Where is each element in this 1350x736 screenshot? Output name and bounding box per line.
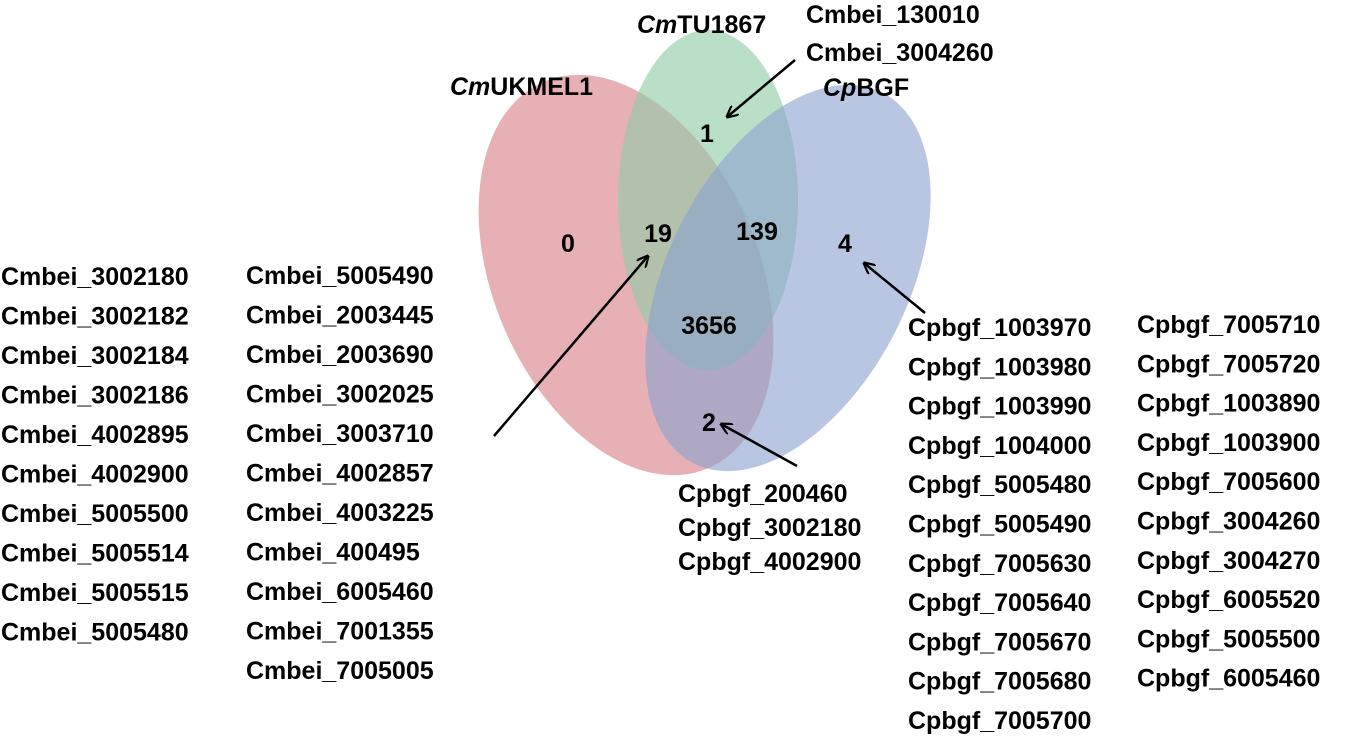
set-label-cpbgf: CpBGF xyxy=(823,74,909,102)
count-ac: 2 xyxy=(702,409,716,437)
gene-id: Cpbgf_1004000 xyxy=(908,432,1091,460)
count-abc: 3656 xyxy=(681,312,737,340)
gene-id: Cpbgf_7005640 xyxy=(908,589,1091,617)
gene-id: Cpbgf_3004270 xyxy=(1137,547,1320,575)
gene-id: Cmbei_7005005 xyxy=(246,657,434,685)
arrow-c-only xyxy=(864,263,926,314)
gene-id: Cmbei_3002182 xyxy=(1,303,189,331)
count-ab: 19 xyxy=(644,220,672,248)
gene-id: Cpbgf_1003990 xyxy=(908,393,1091,421)
arrow-b-only xyxy=(727,59,796,117)
gene-id: Cpbgf_7005670 xyxy=(908,628,1091,656)
gene-id: Cpbgf_5005500 xyxy=(1137,625,1320,653)
gene-id: Cmbei_5005514 xyxy=(1,540,189,568)
gene-id: Cmbei_3003710 xyxy=(246,420,434,448)
gene-id: Cmbei_7001355 xyxy=(246,618,434,646)
count-c-only: 4 xyxy=(838,230,852,258)
gene-id: Cmbei_130010 xyxy=(806,1,980,29)
count-a-only: 0 xyxy=(561,230,575,258)
gene-list-ab-column-2: Cmbei_5005490Cmbei_2003445Cmbei_2003690C… xyxy=(246,262,434,685)
gene-id: Cmbei_3002184 xyxy=(1,342,189,370)
gene-id: Cmbei_5005480 xyxy=(1,619,189,647)
venn-sets xyxy=(478,30,931,476)
gene-id: Cpbgf_5005490 xyxy=(908,511,1091,539)
gene-list-c-column-2: Cpbgf_7005710Cpbgf_7005720Cpbgf_1003890C… xyxy=(1137,311,1320,693)
gene-id: Cmbei_4002857 xyxy=(246,460,434,488)
gene-list-c-column-1: Cpbgf_1003970Cpbgf_1003980Cpbgf_1003990C… xyxy=(908,314,1091,735)
gene-id: Cpbgf_1003890 xyxy=(1137,390,1320,418)
arrow-ac xyxy=(721,424,798,468)
gene-id: Cmbei_3002180 xyxy=(1,263,189,291)
gene-id: Cpbgf_7005700 xyxy=(908,707,1091,735)
arrow-ab xyxy=(493,256,648,437)
gene-id: Cmbei_3002025 xyxy=(246,381,434,409)
annotation-arrows xyxy=(493,59,926,468)
gene-id: Cmbei_3004260 xyxy=(806,39,994,67)
gene-id: Cpbgf_5005480 xyxy=(908,471,1091,499)
gene-id: Cpbgf_3004260 xyxy=(1137,508,1320,536)
gene-list-ab-column-1: Cmbei_3002180Cmbei_3002182Cmbei_3002184C… xyxy=(1,263,189,647)
gene-id: Cpbgf_7005630 xyxy=(908,550,1091,578)
gene-id: Cpbgf_6005460 xyxy=(1137,665,1320,693)
gene-id: Cpbgf_1003970 xyxy=(908,314,1091,342)
gene-id: Cmbei_400495 xyxy=(246,539,420,567)
set-ellipse-cpbgf xyxy=(645,84,931,472)
gene-id: Cmbei_2003445 xyxy=(246,302,434,330)
gene-id: Cmbei_4002900 xyxy=(1,461,189,489)
count-bc: 139 xyxy=(736,218,778,246)
gene-id: Cpbgf_1003900 xyxy=(1137,429,1320,457)
gene-id: Cpbgf_3002180 xyxy=(678,514,861,542)
gene-id: Cmbei_5005500 xyxy=(1,500,189,528)
gene-id: Cmbei_5005515 xyxy=(1,579,189,607)
gene-id: Cpbgf_6005520 xyxy=(1137,586,1320,614)
count-b-only: 1 xyxy=(700,120,714,148)
set-label-cmukmel1: CmUKMEL1 xyxy=(450,73,593,101)
gene-id: Cpbgf_7005600 xyxy=(1137,468,1320,496)
gene-id: Cmbei_4002895 xyxy=(1,421,189,449)
set-label-cmtu1867: CmTU1867 xyxy=(637,11,766,39)
gene-id: Cpbgf_1003980 xyxy=(908,353,1091,381)
gene-id: Cmbei_4003225 xyxy=(246,499,434,527)
gene-id: Cpbgf_4002900 xyxy=(678,548,861,576)
gene-id: Cpbgf_7005710 xyxy=(1137,311,1320,339)
gene-id: Cpbgf_7005680 xyxy=(908,668,1091,696)
gene-id: Cmbei_5005490 xyxy=(246,262,434,290)
gene-id: Cpbgf_7005720 xyxy=(1137,350,1320,378)
gene-id: Cmbei_6005460 xyxy=(246,578,434,606)
gene-id: Cmbei_3002186 xyxy=(1,382,189,410)
gene-id: Cmbei_2003690 xyxy=(246,341,434,369)
gene-id: Cpbgf_200460 xyxy=(678,480,848,508)
